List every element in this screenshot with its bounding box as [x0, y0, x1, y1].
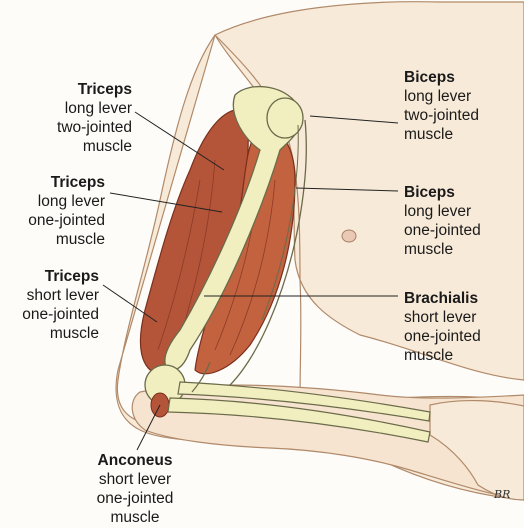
label-line: long lever [12, 99, 132, 118]
humeral-head [267, 98, 303, 138]
label-title: Biceps [404, 68, 519, 87]
label-line: muscle [404, 125, 519, 144]
label-line: one-jointed [0, 211, 105, 230]
label-title: Biceps [404, 183, 519, 202]
label-triceps-long-one-jointed: Triceps long lever one-jointed muscle [0, 173, 105, 249]
label-line: long lever [404, 202, 519, 221]
label-line: short lever [404, 308, 519, 327]
label-line: muscle [0, 324, 99, 343]
label-line: long lever [404, 87, 519, 106]
label-line: short lever [0, 286, 99, 305]
label-biceps-long-two-jointed: Biceps long lever two-jointed muscle [404, 68, 519, 144]
label-line: short lever [80, 470, 190, 489]
label-line: one-jointed [0, 305, 99, 324]
label-line: two-jointed [12, 118, 132, 137]
label-line: one-jointed [404, 327, 519, 346]
label-title: Brachialis [404, 289, 519, 308]
label-line: muscle [404, 240, 519, 259]
label-biceps-long-one-jointed: Biceps long lever one-jointed muscle [404, 183, 519, 259]
label-title: Triceps [0, 267, 99, 286]
label-anconeus: Anconeus short lever one-jointed muscle [80, 451, 190, 527]
label-line: one-jointed [404, 221, 519, 240]
label-line: muscle [404, 346, 519, 365]
label-title: Triceps [0, 173, 105, 192]
label-line: muscle [0, 230, 105, 249]
label-line: muscle [12, 137, 132, 156]
label-line: two-jointed [404, 106, 519, 125]
label-triceps-long-two-jointed: Triceps long lever two-jointed muscle [12, 80, 132, 156]
label-triceps-short-one-jointed: Triceps short lever one-jointed muscle [0, 267, 99, 343]
nipple [342, 230, 356, 242]
label-line: long lever [0, 192, 105, 211]
label-title: Anconeus [80, 451, 190, 470]
label-brachialis: Brachialis short lever one-jointed muscl… [404, 289, 519, 365]
artist-signature: BR [494, 488, 510, 501]
label-line: one-jointed [80, 489, 190, 508]
label-title: Triceps [12, 80, 132, 99]
label-line: muscle [80, 508, 190, 527]
